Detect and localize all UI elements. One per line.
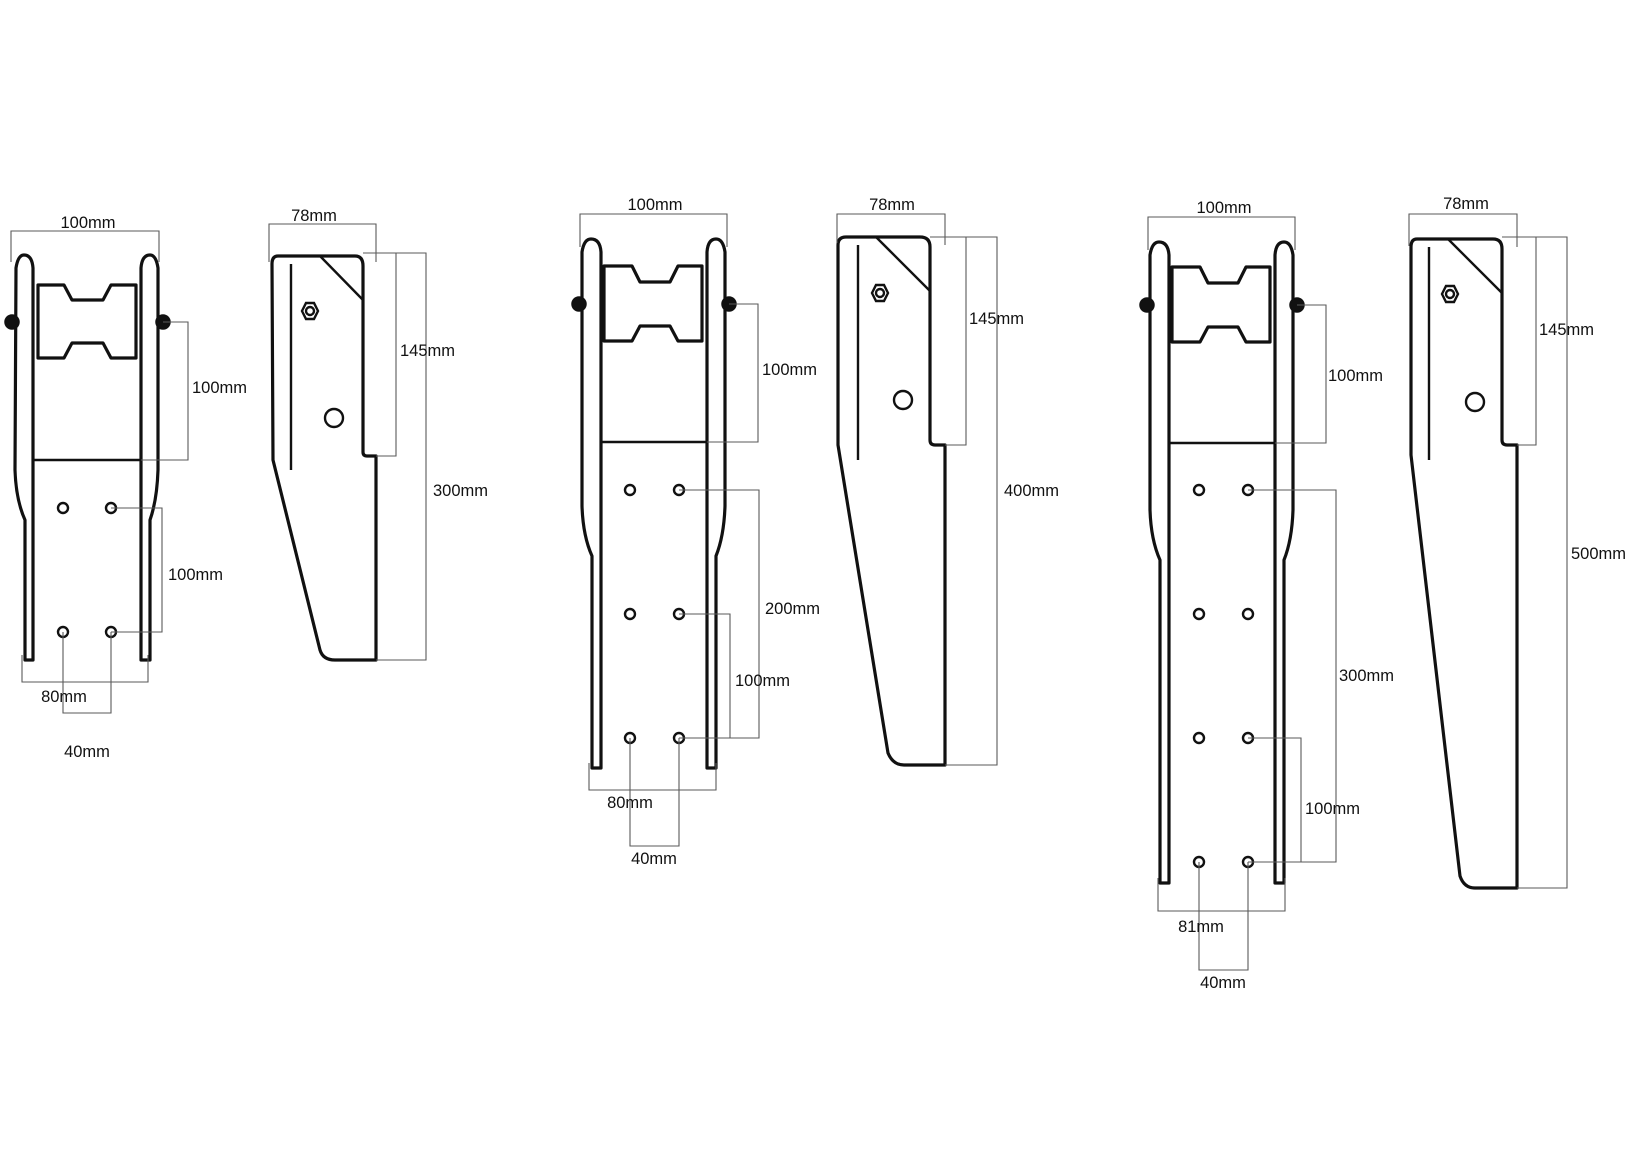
bracket-3-hole-spacing-label: 100mm	[1305, 800, 1360, 818]
bracket-2-right-plate	[705, 237, 727, 770]
bracket-3-side-depth-dim	[1408, 213, 1518, 247]
bracket-3-side-view: 78mm 145mm 500mm	[1408, 195, 1625, 890]
bracket-1-right-plate	[139, 253, 160, 662]
bracket-1-side-head-label: 145mm	[400, 342, 455, 360]
bracket-3-base-dim	[1157, 878, 1286, 912]
bracket-2-side-depth-label: 78mm	[869, 196, 915, 214]
bracket-2-left-bolt-icon	[571, 296, 587, 312]
bracket-3-hole	[1192, 607, 1206, 621]
bracket-3-side-nut-icon	[1440, 284, 1460, 304]
bracket-2-side-length-dim	[930, 236, 998, 766]
bracket-1-width-label: 100mm	[60, 214, 115, 232]
bracket-3-side-head-label: 145mm	[1539, 321, 1594, 339]
bracket-3-roller-dim	[1275, 304, 1327, 444]
bracket-2-side-depth-dim	[836, 213, 946, 245]
bracket-1-width-dim	[10, 230, 160, 262]
bracket-2-hole	[623, 483, 637, 497]
bracket-3-hole-span-label: 300mm	[1339, 667, 1394, 685]
bracket-1-side-depth-label: 78mm	[291, 207, 337, 225]
bracket-1-center-dim	[62, 632, 112, 714]
bracket-3-side-hole	[1464, 391, 1486, 413]
bracket-1-side-length-dim	[363, 252, 427, 661]
bracket-1-left-plate	[13, 253, 35, 662]
bracket-2-width-dim	[579, 213, 728, 247]
bracket-1-roller-dim	[141, 321, 189, 461]
bracket-3-hole-center-label: 40mm	[1200, 974, 1246, 992]
bracket-2-hole-center-label: 40mm	[631, 850, 677, 868]
bracket-2-side-body	[836, 235, 947, 767]
bracket-3-left-plate	[1148, 240, 1171, 885]
bracket-3-base-width-label: 81mm	[1178, 918, 1224, 936]
bracket-1-hole	[56, 501, 70, 515]
bracket-2-roller-dim	[707, 303, 759, 443]
bracket-3-left-bolt-icon	[1139, 297, 1155, 313]
bracket-3-front-view: 100mm 100mm 300mm 100mm 81mm 40mm	[1139, 199, 1394, 992]
bracket-3-side-body	[1409, 237, 1519, 890]
bracket-3-hole	[1192, 483, 1206, 497]
bracket-3-hole-dim	[1248, 737, 1302, 863]
bracket-2-hole-dim	[679, 613, 731, 739]
bracket-1-side-head-dim	[363, 252, 397, 457]
bracket-2-hole-spacing-label: 100mm	[735, 672, 790, 690]
bracket-1-side-depth-dim	[268, 223, 377, 262]
bracket-2-left-plate	[580, 237, 603, 770]
bracket-2-side-hole	[892, 389, 914, 411]
bracket-2-width-label: 100mm	[627, 196, 682, 214]
bracket-1-hole-dim	[111, 507, 163, 633]
bracket-1-base-width-label: 80mm	[41, 688, 87, 706]
bracket-2-side-length-label: 400mm	[1004, 482, 1059, 500]
bracket-3-hole	[1192, 731, 1206, 745]
bracket-3-hole	[1241, 607, 1255, 621]
bracket-3-side-length-label: 500mm	[1571, 545, 1625, 563]
bracket-3-width-label: 100mm	[1196, 199, 1251, 217]
bracket-2-hole	[623, 607, 637, 621]
bracket-1-roller-spacing-label: 100mm	[192, 379, 247, 397]
bracket-1-front-view: 100mm 100mm 100mm 80mm 40mm	[4, 214, 247, 761]
bracket-1-side-view: 78mm 145mm 300mm	[268, 207, 488, 662]
bracket-2-side-nut-icon	[870, 283, 890, 303]
bracket-1-side-nut-icon	[300, 301, 320, 321]
bracket-2-center-dim	[629, 738, 680, 847]
bracket-1-side-body	[270, 254, 378, 662]
bracket-2-roller-spacing-label: 100mm	[762, 361, 817, 379]
bracket-2-side-view: 78mm 145mm 400mm	[836, 196, 1059, 767]
bracket-3-side-chamfer	[1447, 238, 1503, 294]
bracket-2-side-head-label: 145mm	[969, 310, 1024, 328]
bracket-1-side-length-label: 300mm	[433, 482, 488, 500]
bracket-1-roller	[36, 283, 138, 360]
bracket-3-width-dim	[1147, 216, 1296, 250]
bracket-2-base-width-label: 80mm	[607, 794, 653, 812]
bracket-1-hole-center-label: 40mm	[64, 743, 110, 761]
bracket-2-base-dim	[588, 763, 717, 791]
bracket-3-roller	[1170, 265, 1272, 344]
bracket-1-side-hole	[323, 407, 345, 429]
bracket-3-roller-spacing-label: 100mm	[1328, 367, 1383, 385]
bracket-3-center-dim	[1198, 862, 1249, 971]
bracket-1-side-chamfer	[319, 255, 364, 301]
bracket-2-side-chamfer	[875, 236, 931, 292]
bracket-3-side-depth-label: 78mm	[1443, 195, 1489, 213]
bracket-3-right-plate	[1273, 240, 1295, 885]
bracket-2-roller	[602, 264, 704, 343]
bracket-2-front-view: 100mm 100mm 200mm 100mm 80mm 40mm	[571, 196, 820, 868]
bracket-3-side-length-dim	[1502, 236, 1568, 889]
bracket-2-hole-span-label: 200mm	[765, 600, 820, 618]
bracket-3-side-head-dim	[1502, 236, 1537, 446]
bracket-1-base-dim	[21, 655, 149, 683]
bracket-2-side-head-dim	[930, 236, 967, 446]
bracket-1-left-bolt-icon	[4, 314, 20, 330]
bracket-1-hole-spacing-label: 100mm	[168, 566, 223, 584]
